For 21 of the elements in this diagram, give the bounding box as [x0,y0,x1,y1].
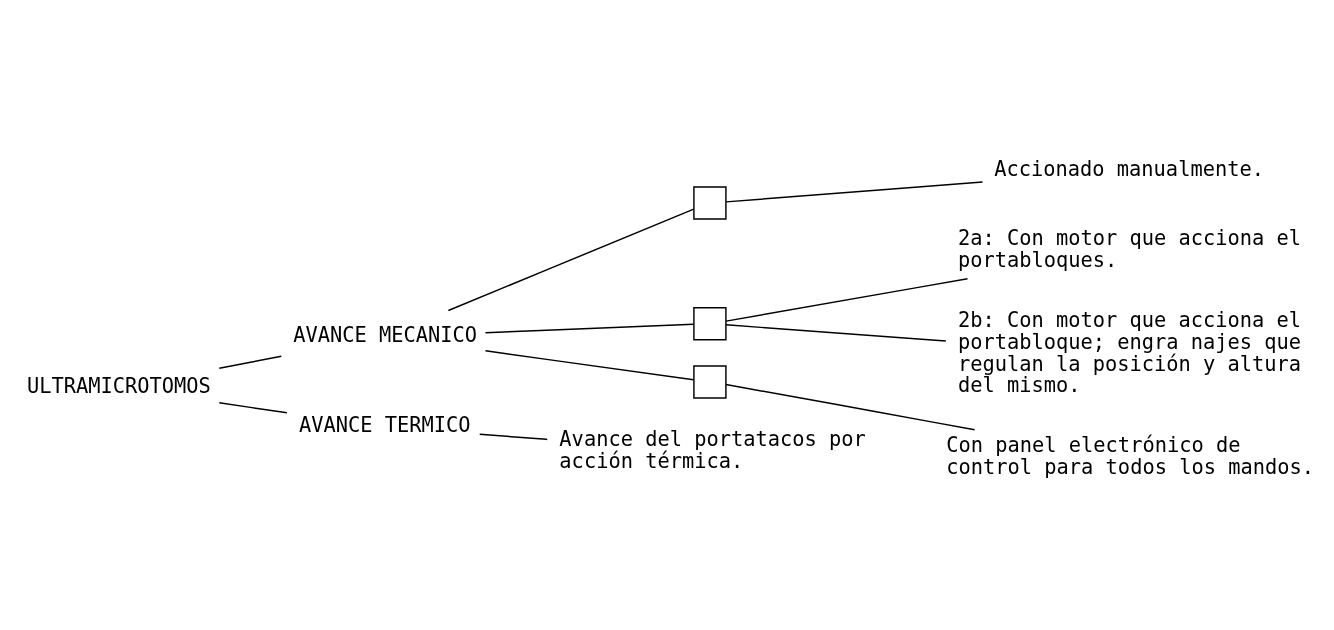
node-text: Con panel electrónico de control para todos los mandos. [946,433,1315,479]
node-text: AVANCE MECANICO [293,323,478,348]
node-text: ULTRAMICROTOMOS [27,374,211,399]
connector [218,355,283,369]
connector [447,208,695,312]
node-text: 2b: Con motor que acciona el portabloque; engra najes que regulan la posición y altura del mismo. [957,307,1302,398]
node-text: Avance del portatacos por acción térmica. [559,427,866,474]
node-box [693,186,727,220]
node-text: AVANCE TERMICO [299,413,471,438]
node-box [693,307,727,341]
connector [218,402,288,414]
connector [725,278,969,322]
connector [725,181,984,203]
connector [484,350,695,381]
node-text: Accionado manualmente. [994,157,1264,182]
connector [725,324,947,342]
node-box [693,365,727,399]
connector [484,323,695,334]
connector [725,383,976,431]
connector [479,433,548,441]
node-text: 2a: Con motor que acciona el portabloques. [957,226,1302,273]
